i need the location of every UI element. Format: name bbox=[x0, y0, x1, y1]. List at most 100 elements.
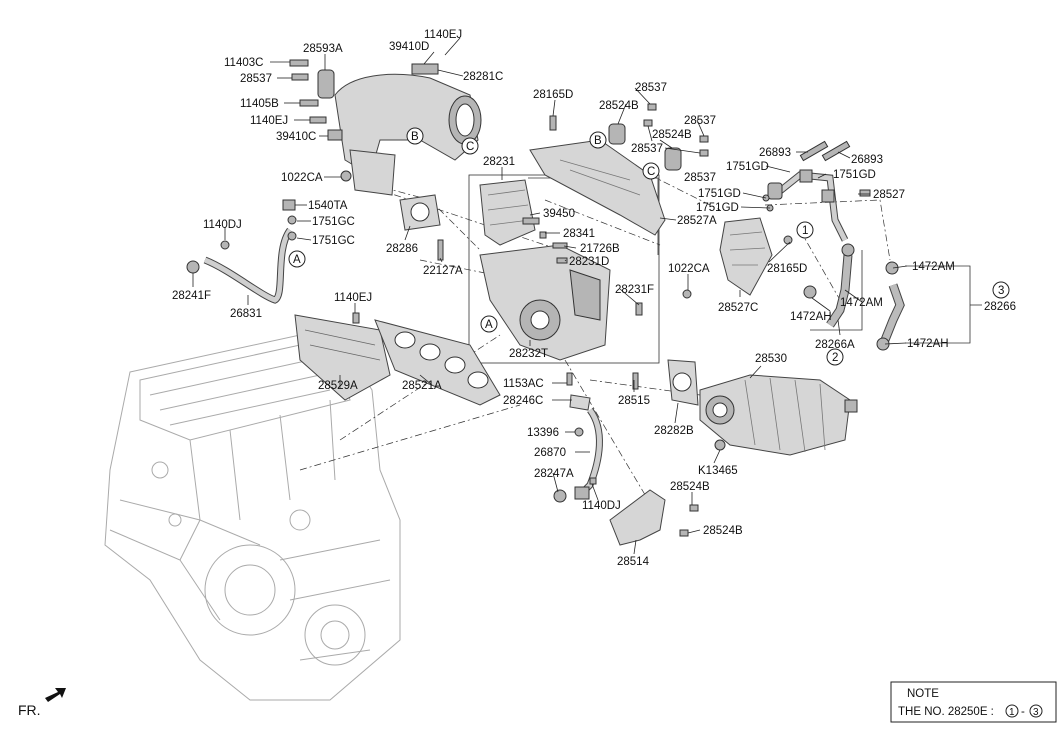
callout-b-2: B bbox=[594, 135, 602, 147]
heat-shield-28529a bbox=[294, 312, 391, 401]
label-28165d-b: 28165D bbox=[767, 263, 807, 275]
note-dash: - bbox=[1021, 706, 1025, 718]
label-21726b: 21726B bbox=[580, 243, 620, 255]
label-1022ca-a: 1022CA bbox=[281, 172, 323, 184]
label-28341: 28341 bbox=[563, 228, 595, 240]
label-28524b-a: 28524B bbox=[599, 100, 639, 112]
callout-a-1: A bbox=[293, 254, 301, 266]
label-1153ac: 1153AC bbox=[503, 378, 544, 390]
front-label: FR. bbox=[18, 702, 41, 718]
turbocharger-28232t bbox=[479, 217, 692, 361]
note-text: THE NO. 28250E : bbox=[898, 706, 994, 718]
label-1140dj-a: 1140DJ bbox=[203, 219, 242, 231]
label-28521a: 28521A bbox=[402, 380, 442, 392]
oil-line-26831 bbox=[186, 199, 297, 304]
front-arrow-icon bbox=[45, 688, 66, 702]
label-1751gd-a: 1751GD bbox=[726, 161, 769, 173]
label-26831: 26831 bbox=[230, 308, 262, 320]
label-28524b-b: 28524B bbox=[652, 129, 692, 141]
callout-1: 1 bbox=[802, 225, 808, 237]
label-1751gd-c: 1751GD bbox=[698, 188, 741, 200]
label-28527: 28527 bbox=[873, 189, 905, 201]
callout-b-1: B bbox=[411, 131, 419, 143]
label-28537-c: 28537 bbox=[684, 115, 716, 127]
label-k13465: K13465 bbox=[698, 465, 738, 477]
label-1751gc-b: 1751GC bbox=[312, 235, 355, 247]
note-range-to: 3 bbox=[1033, 707, 1039, 718]
label-1022ca-b: 1022CA bbox=[668, 263, 710, 275]
hose-28266a bbox=[803, 243, 855, 328]
engine-block bbox=[104, 334, 401, 701]
callout-c-1: C bbox=[466, 141, 474, 153]
coolant-pipes bbox=[762, 140, 871, 242]
label-1472ah-b: 1472AH bbox=[907, 338, 949, 350]
label-28593a: 28593A bbox=[303, 43, 343, 55]
label-11403c: 11403C bbox=[224, 57, 263, 69]
label-28247a: 28247A bbox=[534, 468, 574, 480]
label-1472ah-a: 1472AH bbox=[790, 311, 832, 323]
label-1751gc-a: 1751GC bbox=[312, 216, 355, 228]
label-28514: 28514 bbox=[617, 556, 650, 568]
intake-pipe bbox=[334, 73, 482, 196]
callout-c-2: C bbox=[647, 166, 655, 178]
label-28537-a: 28537 bbox=[240, 73, 272, 85]
label-1140dj-b: 1140DJ bbox=[582, 500, 621, 512]
front-direction: FR. bbox=[18, 688, 66, 718]
label-26870: 26870 bbox=[534, 447, 566, 459]
hoses-upper-center bbox=[608, 103, 709, 171]
note-title: NOTE bbox=[907, 688, 939, 700]
label-28537-d: 28537 bbox=[631, 143, 663, 155]
label-1472am-b: 1472AM bbox=[840, 297, 883, 309]
label-28231f: 28231F bbox=[615, 284, 654, 296]
label-28286: 28286 bbox=[386, 243, 418, 255]
label-1140ej-a: 1140EJ bbox=[424, 29, 462, 41]
label-28527a: 28527A bbox=[677, 215, 717, 227]
callout-2: 2 bbox=[832, 352, 838, 364]
label-28246c: 28246C bbox=[503, 395, 543, 407]
label-22127a: 22127A bbox=[423, 265, 463, 277]
callout-3: 3 bbox=[998, 285, 1004, 297]
label-28231d: 28231D bbox=[569, 256, 609, 268]
heat-shield-28527a bbox=[529, 115, 666, 236]
callout-a-2: A bbox=[485, 319, 493, 331]
bracket-28514 bbox=[609, 489, 699, 546]
label-28231: 28231 bbox=[483, 156, 515, 168]
hose-28593a bbox=[317, 69, 335, 99]
part-labels: 11403C 28593A 28537 39410D 1140EJ 28281C… bbox=[172, 29, 1016, 568]
leader-lines bbox=[192, 37, 908, 555]
label-39450: 39450 bbox=[543, 208, 575, 220]
label-39410d: 39410D bbox=[389, 41, 429, 53]
label-28281c: 28281C bbox=[463, 71, 503, 83]
label-1751gd-d: 1751GD bbox=[696, 202, 739, 214]
label-26893-b: 26893 bbox=[851, 154, 883, 166]
label-26893-a: 26893 bbox=[759, 147, 791, 159]
note-box: NOTE THE NO. 28250E : 1 - 3 bbox=[890, 681, 1057, 723]
note-range-from: 1 bbox=[1009, 707, 1015, 718]
label-1140ej-c: 1140EJ bbox=[334, 292, 372, 304]
label-28524b-d: 28524B bbox=[703, 525, 743, 537]
label-28537-b: 28537 bbox=[635, 82, 667, 94]
label-28537-e: 28537 bbox=[684, 172, 716, 184]
label-11405b: 11405B bbox=[240, 98, 279, 110]
label-1472am-a: 1472AM bbox=[912, 261, 955, 273]
catalytic-converter-28530 bbox=[699, 374, 858, 456]
label-28241f: 28241F bbox=[172, 290, 211, 302]
label-39410c: 39410C bbox=[276, 131, 316, 143]
heat-shield-28527c bbox=[719, 217, 793, 296]
group-bracket-3 bbox=[905, 265, 971, 344]
label-28165d-a: 28165D bbox=[533, 89, 573, 101]
gasket-28282b bbox=[632, 359, 699, 406]
label-28529a: 28529A bbox=[318, 380, 358, 392]
label-28266a: 28266A bbox=[815, 339, 855, 351]
turbo-heat-shield-28231 bbox=[479, 179, 536, 246]
label-1140ej-b: 1140EJ bbox=[250, 115, 288, 127]
label-28527c: 28527C bbox=[718, 302, 758, 314]
gasket-28286 bbox=[399, 194, 444, 261]
label-1751gd-b: 1751GD bbox=[833, 169, 876, 181]
gasket-28521a bbox=[374, 319, 501, 406]
label-28266: 28266 bbox=[984, 301, 1016, 313]
callout-circles bbox=[288, 127, 1010, 366]
label-28524b-c: 28524B bbox=[670, 481, 710, 493]
label-28232t: 28232T bbox=[509, 348, 548, 360]
